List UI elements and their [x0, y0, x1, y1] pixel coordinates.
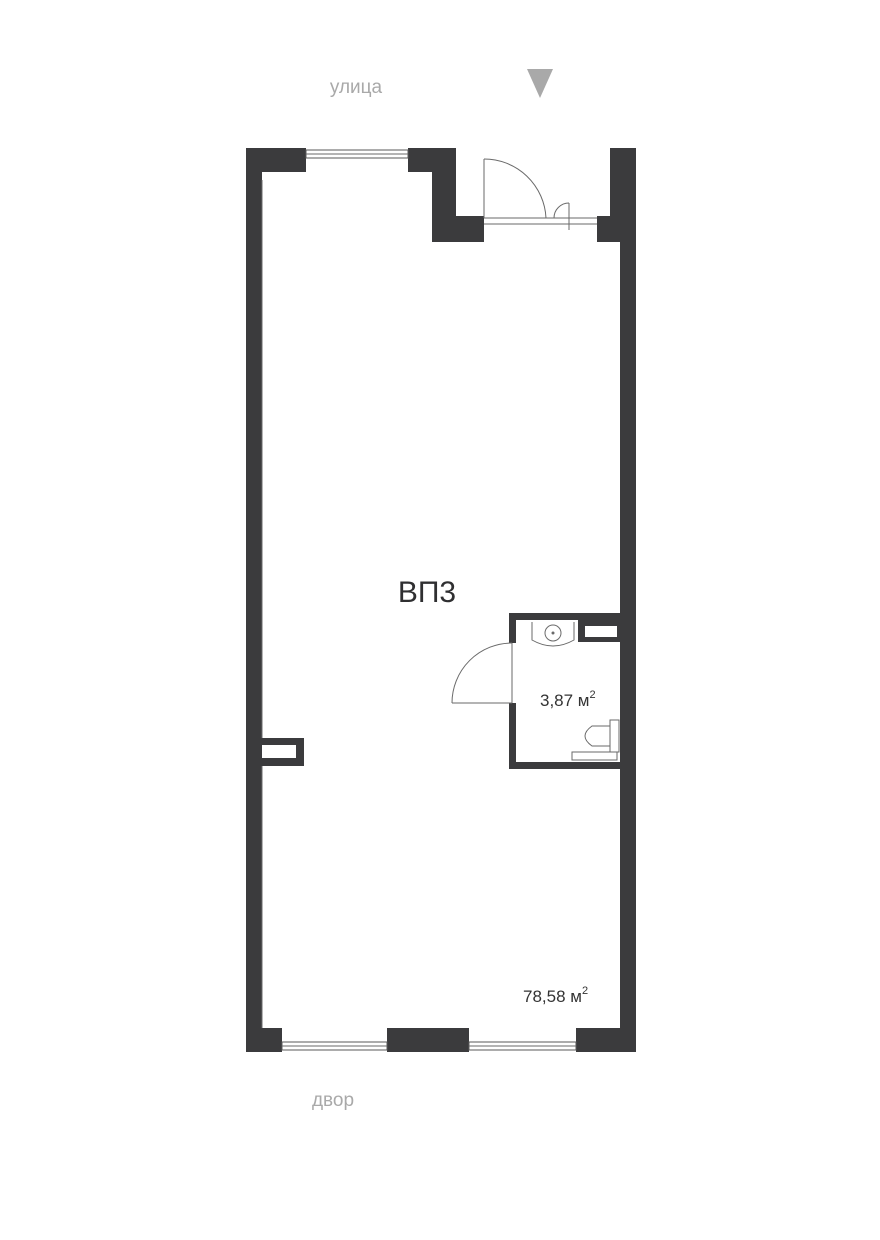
bottom-wall-mid	[387, 1028, 469, 1052]
entrance-door-small-swing	[553, 202, 570, 219]
wc-left-wall-lower	[509, 703, 516, 769]
entrance-door-swing	[483, 158, 547, 219]
bottom-wall-right	[576, 1028, 636, 1052]
wc-shaft-inner	[585, 626, 617, 637]
right-upper-wall	[610, 148, 636, 242]
outer-walls	[246, 148, 636, 1052]
main-area-value: 78,58 м	[523, 987, 582, 1006]
main-area-unit-sup: 2	[582, 985, 588, 997]
wc-area-label: 3,87 м2	[540, 689, 596, 710]
wc-left-wall-upper	[509, 613, 516, 643]
right-wall	[620, 148, 636, 1052]
toilet-icon	[571, 719, 620, 761]
room-name: ВП3	[398, 576, 456, 609]
sink-icon	[531, 622, 575, 647]
wc-bottom-wall	[509, 762, 621, 769]
entrance-door	[483, 158, 597, 230]
wc-area-value: 3,87 м	[540, 691, 590, 710]
bottom-wall-left	[246, 1028, 282, 1052]
wc-block	[451, 613, 621, 769]
left-niche	[246, 738, 304, 766]
wc-door-swing	[451, 642, 513, 704]
wc-top-wall	[509, 613, 621, 620]
main-area-label: 78,58 м2	[523, 985, 588, 1006]
triangle-down-icon	[527, 69, 553, 98]
entrance-pier-left	[446, 216, 484, 242]
niche-inner	[262, 745, 296, 758]
street-label: улица	[330, 77, 383, 98]
top-wall-left	[246, 148, 306, 172]
left-wall	[246, 148, 262, 1052]
wc-area-unit-sup: 2	[590, 689, 596, 701]
yard-label: двор	[312, 1090, 354, 1111]
windows	[281, 149, 577, 1051]
